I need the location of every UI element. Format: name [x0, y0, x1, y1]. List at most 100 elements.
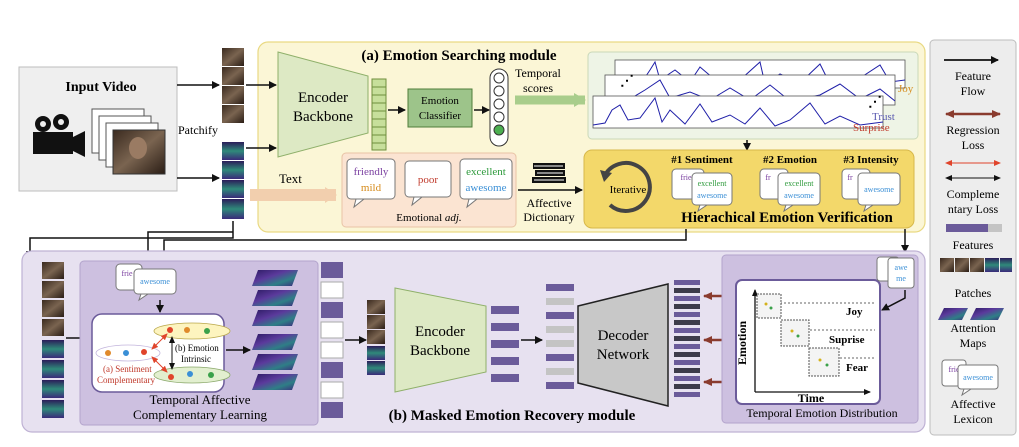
legend-attention-maps: Attention Maps [938, 308, 1004, 350]
adjective-bubble-2: poor [404, 160, 452, 207]
encoder-backbone-top [277, 51, 369, 158]
temporal-scores-line2: scores [523, 81, 553, 95]
classifier-line1: Emotion [421, 95, 459, 107]
encoder-bottom-line1: Encoder [415, 324, 465, 340]
camera-icon [33, 114, 85, 157]
book-stack-icon [532, 163, 566, 183]
svg-text:Maps: Maps [960, 336, 987, 350]
encoder-top-line2: Backbone [293, 109, 353, 125]
feature-token-column [371, 78, 387, 151]
svg-text:Iterative: Iterative [610, 184, 647, 196]
decoder-output-features [674, 280, 700, 397]
svg-text:Attention: Attention [950, 321, 995, 335]
svg-text:Patches: Patches [955, 286, 992, 300]
decoder-line1: Decoder [598, 328, 649, 344]
svg-text:awesome: awesome [697, 191, 727, 200]
verification-title: Hierachical Emotion Verification [681, 210, 893, 226]
legend-features: Features [946, 224, 1002, 252]
tacl-lexicon-bubbles: frie awesome [115, 263, 177, 302]
svg-text:mild: mild [361, 182, 382, 194]
input-video-title: Input Video [65, 80, 136, 95]
svg-text:poor: poor [418, 174, 439, 186]
distribution-caption: Temporal Emotion Distribution [746, 406, 897, 420]
svg-text:excellent: excellent [785, 179, 815, 188]
distribution-row-fear: Fear [846, 362, 868, 374]
svg-text:awesome: awesome [963, 373, 993, 382]
text-input-label: Text [279, 171, 302, 186]
emotional-adj-caption: Emotional adj. [396, 212, 461, 224]
tacl-intrinsic-line1: (b) Emotion [175, 343, 219, 353]
svg-text:Flow: Flow [961, 84, 986, 98]
dictionary-line2: Dictionary [523, 210, 574, 224]
svg-text:frie: frie [680, 173, 692, 182]
emotion-classifier-box [407, 88, 473, 128]
score-label-joy: Joy [898, 83, 914, 95]
verify-step-3: #3 Intensity [843, 154, 899, 166]
distribution-ylabel: Emotion [735, 321, 749, 365]
decoder-input-features [546, 284, 574, 389]
temporal-scores-line1: Temporal [515, 66, 561, 80]
svg-text:ntary Loss: ntary Loss [948, 202, 999, 216]
verify-bubbles-3: fr awesome [841, 168, 901, 213]
encoder-input-patches [367, 300, 385, 375]
dictionary-line1: Affective [526, 196, 571, 210]
legend-complementary-loss: Compleme ntary Loss [945, 175, 1001, 216]
video-patches-column [222, 48, 244, 123]
svg-text:Affective: Affective [950, 397, 995, 411]
attention-maps-stack [252, 270, 298, 390]
svg-text:awesome: awesome [864, 185, 894, 194]
score-dots-bottom: ⋰ [868, 95, 882, 110]
distribution-row-joy: Joy [846, 306, 863, 318]
recovery-module-title: (b) Masked Emotion Recovery module [389, 408, 636, 424]
legend-panel [929, 39, 1017, 436]
adjective-bubble-3: excellent awesome [459, 158, 513, 209]
svg-text:frie: frie [121, 269, 133, 278]
classifier-output-scores [489, 68, 509, 147]
verify-step-2: #2 Emotion [763, 154, 817, 166]
iterative-cycle-icon: Iterative [600, 160, 652, 213]
svg-text:awesome: awesome [140, 277, 170, 286]
svg-text:Loss: Loss [962, 138, 985, 152]
svg-text:friendly: friendly [354, 166, 389, 178]
verification-box [583, 149, 915, 229]
patchify-label: Patchify [178, 123, 218, 137]
verify-step-1: #1 Sentiment [671, 154, 733, 166]
adjective-bubble-1: friendly mild [346, 158, 396, 209]
svg-text:Feature: Feature [955, 69, 991, 83]
tacl-complementary-line2: Complementary [97, 375, 155, 385]
encoder-bottom-line2: Backbone [410, 343, 470, 359]
searching-module-title: (a) Emotion Searching module [361, 48, 556, 64]
tacl-complementary-line1: (a) Sentiment [103, 364, 152, 374]
tacl-title-line1: Temporal Affective [149, 392, 250, 407]
svg-text:awe: awe [895, 263, 908, 272]
decoder-network [577, 283, 669, 407]
score-label-surprise: Surprise [853, 122, 890, 134]
svg-text:awesome: awesome [466, 182, 507, 194]
svg-text:frie: frie [948, 365, 960, 374]
encoder-output-features [491, 306, 519, 382]
svg-text:awesome: awesome [784, 191, 814, 200]
score-label-trust: Trust [872, 111, 895, 123]
verify-bubbles-2: fr excellent awesome [759, 168, 821, 213]
masked-token-column [320, 262, 344, 418]
legend-regression-loss: Regression Loss [945, 110, 1001, 152]
svg-text:Lexicon: Lexicon [953, 412, 992, 426]
svg-text:Regression: Regression [946, 123, 999, 137]
decoder-line2: Network [597, 347, 650, 363]
svg-text:fr: fr [765, 173, 771, 182]
encoder-backbone-bottom [394, 287, 487, 393]
tacl-title-line2: Complementary Learning [133, 407, 267, 422]
score-dots-top: ⋰ [620, 74, 634, 89]
video-frames-stack [91, 108, 166, 175]
tacl-intrinsic-line2: Intrinsic [181, 354, 211, 364]
svg-text:Compleme: Compleme [947, 187, 1000, 201]
legend-feature-flow: Feature Flow [944, 56, 999, 98]
legend-affective-lexicon: frie awesome Affective Lexicon [941, 359, 999, 426]
encoder-top-line1: Encoder [298, 90, 348, 106]
recovery-input-patches [42, 262, 64, 418]
classifier-line2: Classifier [419, 110, 461, 122]
temporal-score-plots: ⋰ ⋰ Joy Trust Surprise [587, 51, 919, 140]
svg-text:fr: fr [847, 173, 853, 182]
distribution-row-surprise: Suprise [829, 334, 865, 346]
